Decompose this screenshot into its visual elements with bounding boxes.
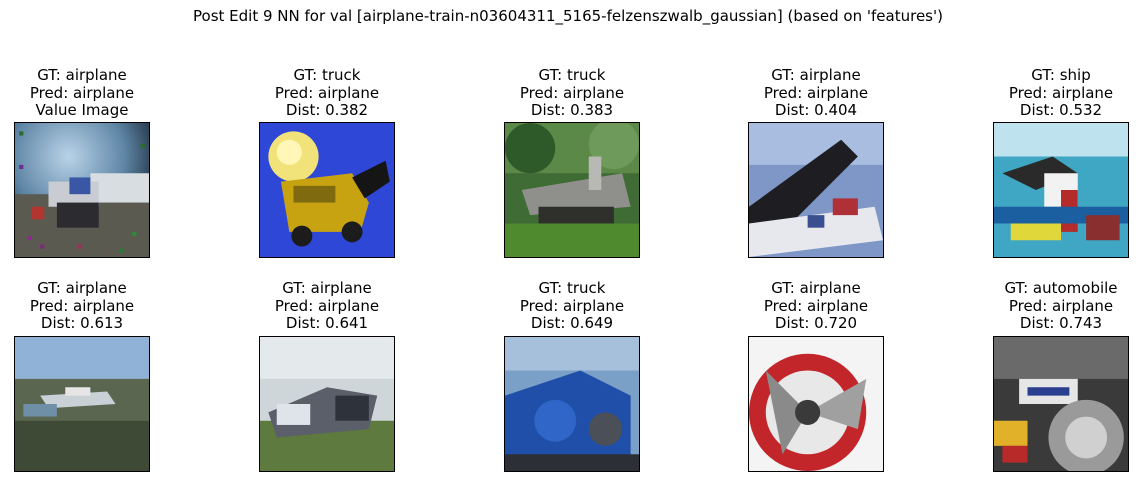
- panel-title: GT: airplane Pred: airplane Dist: 0.404: [708, 66, 924, 120]
- panel-title: GT: automobile Pred: airplane Dist: 0.74…: [953, 279, 1136, 333]
- gt-label: GT: airplane: [37, 279, 127, 297]
- gt-label: GT: truck: [538, 279, 606, 297]
- neighbor-thumbnail-image: [259, 336, 395, 472]
- gt-label: GT: truck: [293, 66, 361, 84]
- gt-label: GT: airplane: [771, 279, 861, 297]
- query-thumbnail-image: [14, 122, 150, 258]
- gt-label: GT: truck: [538, 66, 606, 84]
- distance-label: Dist: 0.382: [285, 101, 369, 119]
- neighbor-thumbnail-image: [504, 336, 640, 472]
- pred-label: Pred: airplane: [29, 83, 135, 102]
- distance-label: Dist: 0.649: [530, 314, 614, 332]
- gt-label: GT: airplane: [282, 279, 372, 297]
- pred-label: Pred: airplane: [29, 296, 135, 315]
- pred-label: Pred: airplane: [274, 296, 380, 315]
- gt-label: GT: ship: [1031, 66, 1091, 84]
- neighbor-thumbnail-image: [14, 336, 150, 472]
- gt-label: GT: airplane: [771, 66, 861, 84]
- gt-label: GT: airplane: [37, 66, 127, 84]
- distance-label: Dist: 0.613: [40, 314, 124, 332]
- neighbor-thumbnail-image: [993, 122, 1129, 258]
- panel-title: GT: truck Pred: airplane Dist: 0.382: [219, 66, 435, 120]
- pred-label: Pred: airplane: [1008, 83, 1114, 102]
- gt-label: GT: automobile: [1004, 279, 1118, 297]
- panel-title: GT: ship Pred: airplane Dist: 0.532: [953, 66, 1136, 120]
- distance-label: Dist: 0.720: [774, 314, 858, 332]
- distance-label: Dist: 0.404: [774, 101, 858, 119]
- neighbor-thumbnail-image: [993, 336, 1129, 472]
- panel-title: GT: truck Pred: airplane Dist: 0.383: [464, 66, 680, 120]
- pred-label: Pred: airplane: [1008, 296, 1114, 315]
- pred-label: Pred: airplane: [763, 296, 869, 315]
- panel-title: GT: airplane Pred: airplane Dist: 0.720: [708, 279, 924, 333]
- panel-title: GT: truck Pred: airplane Dist: 0.649: [464, 279, 680, 333]
- distance-label: Dist: 0.743: [1019, 314, 1103, 332]
- neighbor-thumbnail-image: [504, 122, 640, 258]
- figure-title: Post Edit 9 NN for val [airplane-train-n…: [193, 7, 943, 25]
- pred-label: Pred: airplane: [274, 83, 380, 102]
- panel-title: GT: airplane Pred: airplane Value Image: [0, 66, 190, 120]
- distance-label: Dist: 0.641: [285, 314, 369, 332]
- value-image-label: Value Image: [35, 101, 129, 119]
- neighbor-thumbnail-image: [259, 122, 395, 258]
- panel-title: GT: airplane Pred: airplane Dist: 0.641: [219, 279, 435, 333]
- pred-label: Pred: airplane: [519, 296, 625, 315]
- neighbor-thumbnail-image: [748, 122, 884, 258]
- neighbor-thumbnail-image: [748, 336, 884, 472]
- pred-label: Pred: airplane: [763, 83, 869, 102]
- pred-label: Pred: airplane: [519, 83, 625, 102]
- distance-label: Dist: 0.383: [530, 101, 614, 119]
- panel-title: GT: airplane Pred: airplane Dist: 0.613: [0, 279, 190, 333]
- distance-label: Dist: 0.532: [1019, 101, 1103, 119]
